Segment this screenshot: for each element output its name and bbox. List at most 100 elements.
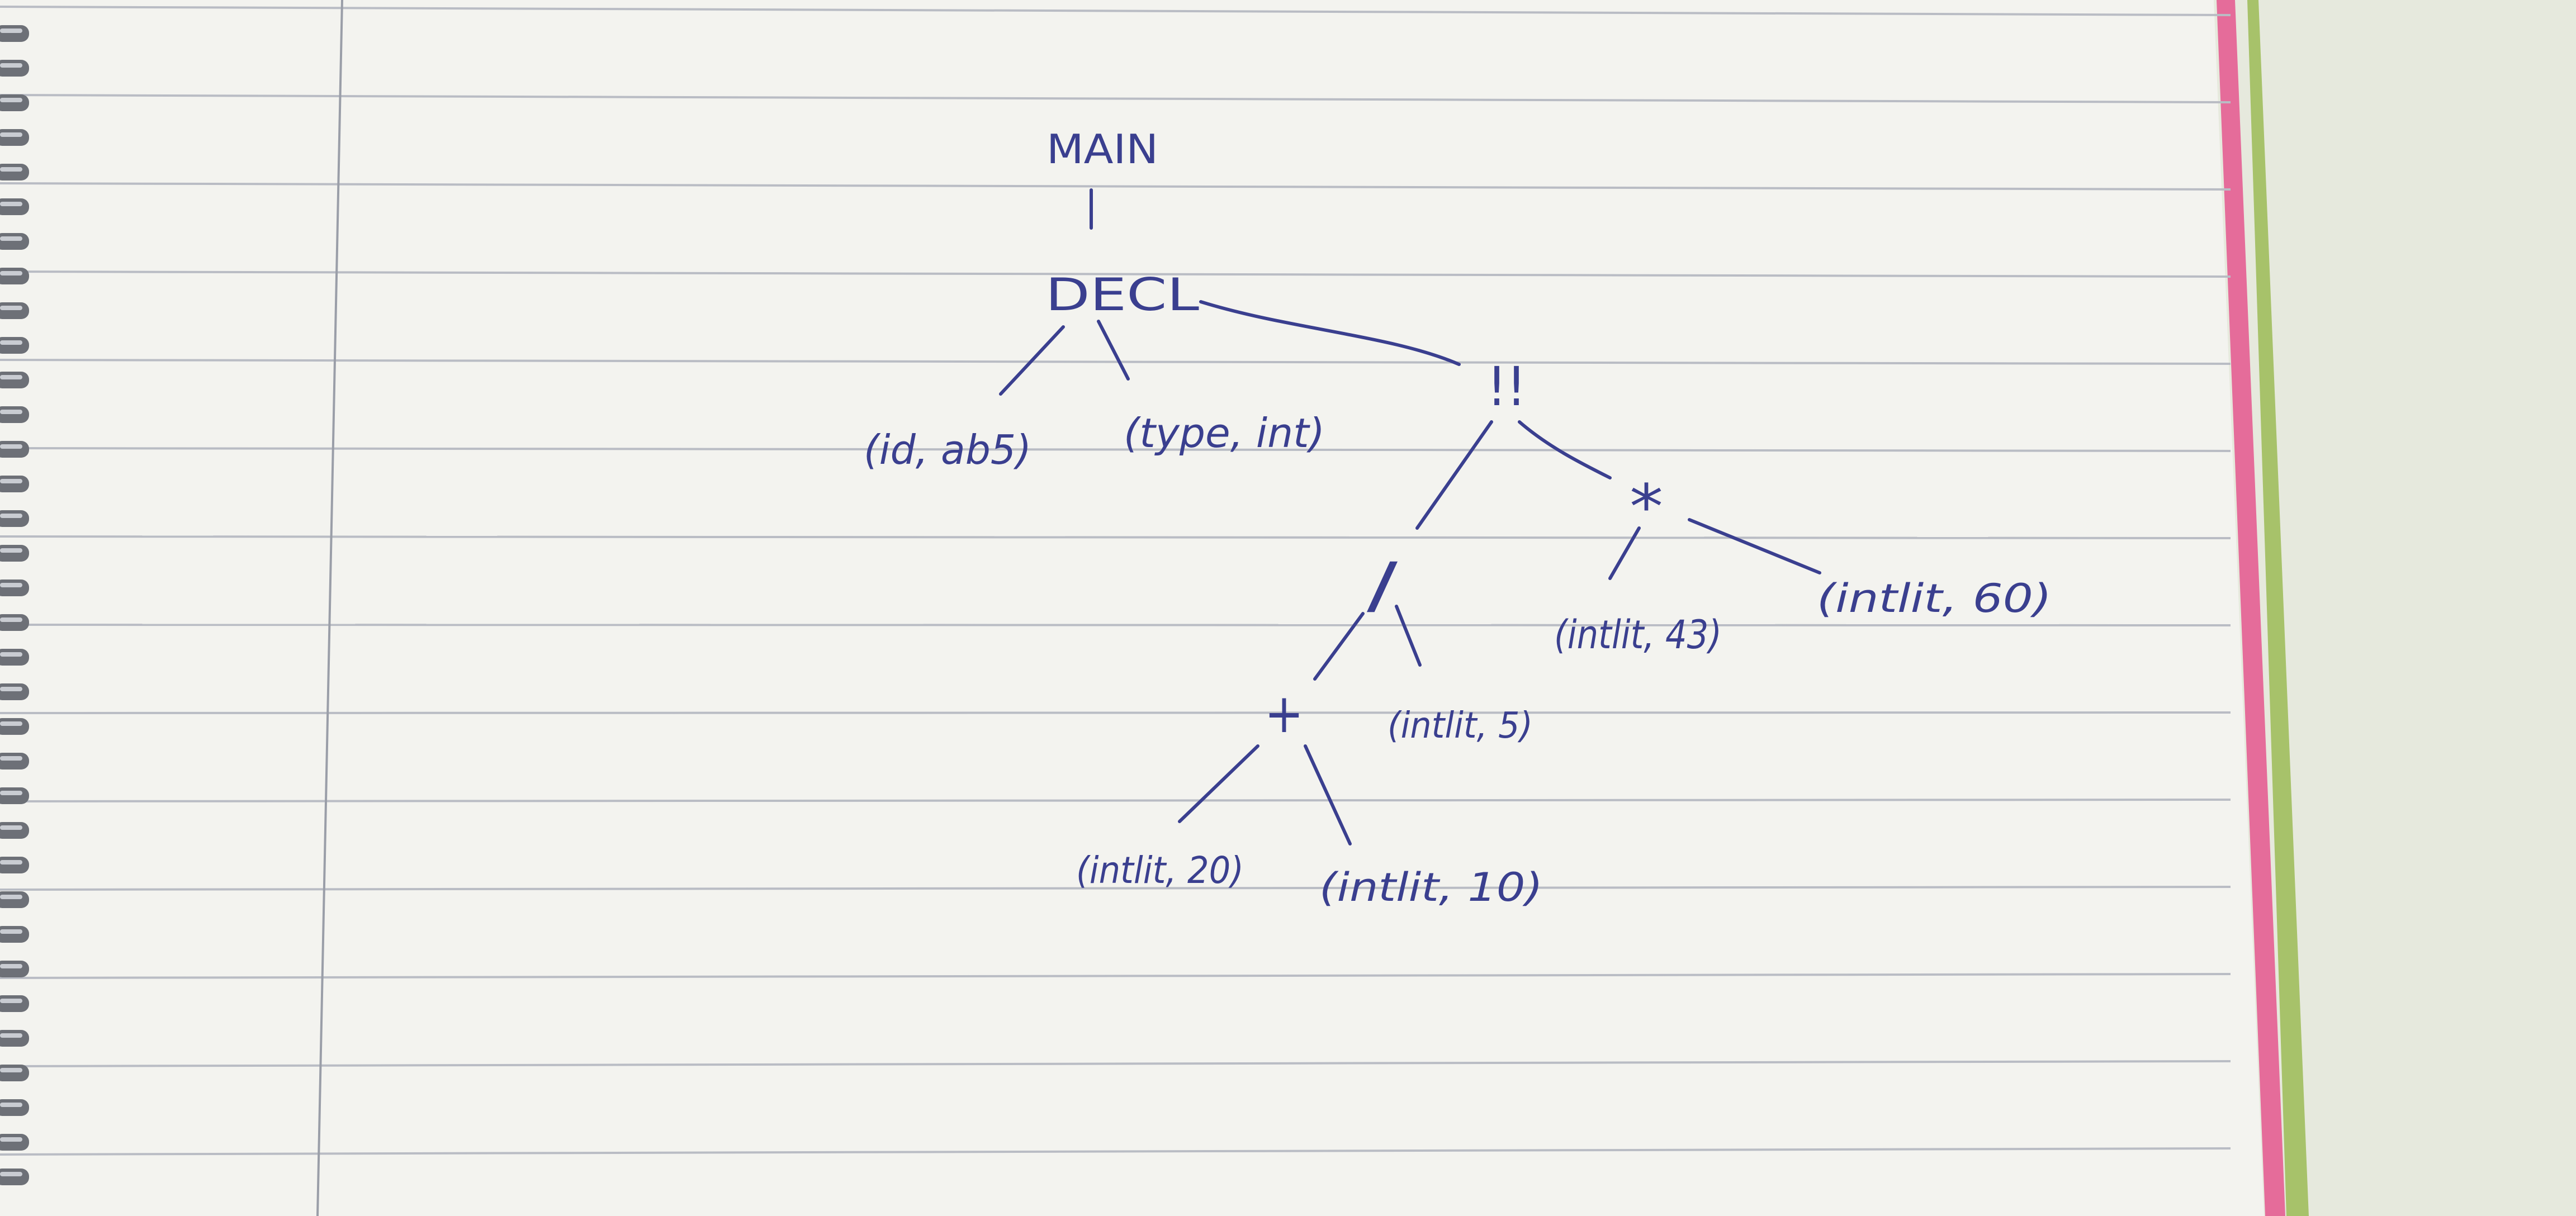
spiral-binding-ring-icon	[0, 60, 29, 77]
ring-highlight	[0, 791, 22, 795]
ring-highlight	[0, 167, 22, 172]
edge-plus-lit20	[1178, 744, 1259, 823]
ring-highlight	[0, 1068, 22, 1072]
ring-highlight	[0, 999, 22, 1003]
green-page-edge	[2247, 0, 2309, 1216]
edge-div-lit5	[1395, 605, 1422, 667]
edge-mul-lit43	[1608, 526, 1641, 580]
ring-highlight	[0, 375, 22, 379]
spiral-binding-ring-icon	[0, 268, 29, 284]
node-lit5: (intlit, 5)	[1388, 705, 1533, 747]
edge-decl-assign	[1199, 300, 1461, 366]
ring-highlight	[0, 895, 22, 899]
spiral-binding-ring-icon	[0, 753, 29, 770]
spiral-binding-ring-icon	[0, 649, 29, 666]
spiral-binding-ring-icon	[0, 995, 29, 1012]
ring-highlight	[0, 63, 22, 68]
tree-edges	[999, 188, 1821, 846]
ring-highlight	[0, 964, 22, 968]
spiral-binding-ring-icon	[0, 1134, 29, 1151]
ruled-line	[0, 799, 2231, 802]
ring-highlight	[0, 306, 22, 310]
node-lit20: (intlit, 20)	[1076, 849, 1244, 892]
ruled-lines	[0, 6, 2231, 1156]
spiral-binding-ring-icon	[0, 1168, 29, 1185]
ring-highlight	[0, 271, 22, 276]
ring-highlight	[0, 860, 22, 864]
paper-sheet	[0, 0, 2264, 1216]
ring-highlight	[0, 236, 22, 241]
spiral-binding-ring-icon	[0, 718, 29, 735]
spiral-binding-ring-icon	[0, 441, 29, 458]
spiral-binding-ring-icon	[0, 302, 29, 319]
spiral-binding-ring-icon	[0, 25, 29, 42]
ruled-line	[0, 6, 2231, 16]
spiral-binding-ring-icon	[0, 1065, 29, 1081]
spiral-binding-ring-icon	[0, 787, 29, 804]
ring-highlight	[0, 340, 22, 345]
spiral-binding-ring-icon	[0, 406, 29, 423]
ring-highlight	[0, 825, 22, 830]
spiral-binding-ring-icon	[0, 372, 29, 388]
spiral-binding-ring-icon	[0, 129, 29, 146]
node-mul: *	[1630, 471, 1663, 543]
node-plus: +	[1265, 682, 1304, 745]
spiral-binding-ring-icon	[0, 857, 29, 873]
node-lit10: (intlit, 10)	[1319, 864, 1543, 910]
spiral-binding-ring-icon	[0, 961, 29, 977]
spiral-binding-ring-icon	[0, 233, 29, 250]
spiral-binding-ring-icon	[0, 614, 29, 631]
ruled-line	[0, 94, 2231, 103]
ring-highlight	[0, 583, 22, 587]
spiral-binding-ring-icon	[0, 580, 29, 596]
edge-decl-type	[1097, 320, 1130, 381]
margin-line	[316, 0, 343, 1216]
ruled-line	[0, 1147, 2231, 1156]
edge-assign-div	[1415, 420, 1493, 530]
node-main: MAIN	[1046, 126, 1158, 173]
node-assign: !!	[1487, 355, 1526, 418]
tree-nodes: MAIN DECL (id, ab5) (type, int) !! * / +…	[864, 126, 2052, 910]
spiral-binding-ring-icon	[0, 683, 29, 700]
ring-highlight	[0, 756, 22, 761]
spiral-binding-ring-icon	[0, 545, 29, 562]
ruled-line	[0, 886, 2231, 891]
spiral-binding-ring-icon	[0, 476, 29, 492]
node-lit60: (intlit, 60)	[1817, 576, 2052, 621]
node-lit43: (intlit, 43)	[1554, 612, 1722, 658]
ring-highlight	[0, 28, 22, 33]
edge-plus-lit10	[1304, 744, 1352, 846]
node-decl: DECL	[1045, 269, 1200, 321]
spiral-binding-ring-icon	[0, 510, 29, 527]
ring-highlight	[0, 1103, 22, 1107]
ring-highlight	[0, 132, 22, 137]
ring-highlight	[0, 1172, 22, 1176]
ring-highlight	[0, 479, 22, 483]
spiral-binding-ring-icon	[0, 822, 29, 839]
ruled-line	[0, 711, 2231, 714]
ring-highlight	[0, 1137, 22, 1142]
node-type: (type, int)	[1124, 410, 1325, 457]
ring-highlight	[0, 1033, 22, 1038]
edge-div-plus	[1313, 612, 1365, 681]
ring-highlight	[0, 618, 22, 622]
pink-page-edge	[2217, 0, 2285, 1216]
spiral-binding	[0, 25, 29, 1185]
ring-highlight	[0, 514, 22, 518]
spiral-binding-ring-icon	[0, 1030, 29, 1047]
spiral-binding-ring-icon	[0, 337, 29, 354]
spiral-binding-ring-icon	[0, 198, 29, 215]
spiral-binding-ring-icon	[0, 94, 29, 111]
ring-highlight	[0, 548, 22, 553]
node-div: /	[1367, 549, 1398, 621]
spiral-binding-ring-icon	[0, 1099, 29, 1116]
edge-mul-lit60	[1688, 518, 1821, 574]
ruled-line	[0, 535, 2231, 539]
spiral-binding-ring-icon	[0, 926, 29, 943]
ring-highlight	[0, 687, 22, 691]
ring-highlight	[0, 444, 22, 449]
spiral-binding-ring-icon	[0, 164, 29, 180]
ring-highlight	[0, 929, 22, 934]
ring-highlight	[0, 98, 22, 102]
